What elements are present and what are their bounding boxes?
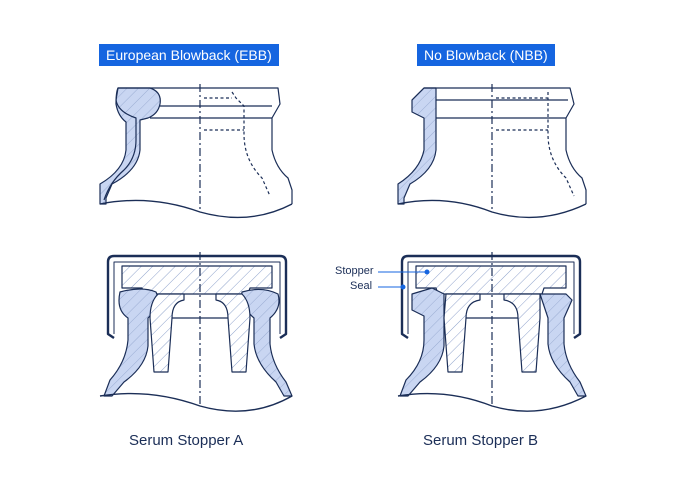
- ebb-neck-section: [99, 84, 293, 219]
- stopper-b-crimp-seal: [400, 254, 582, 339]
- stopper-a-crimp-inner: [113, 261, 281, 334]
- ebb-right-outline: [200, 87, 293, 204]
- ebb-break-line: [99, 199, 293, 219]
- stopper-a-glass-right: [241, 288, 293, 397]
- ebb-outer-profile: [103, 87, 200, 201]
- stopper-b-crimp-inner: [407, 261, 575, 334]
- stopper-b-plug-left: [443, 293, 481, 373]
- stopper-a-caption: Serum Stopper A: [129, 432, 244, 449]
- stopper-a-break-line: [99, 392, 293, 412]
- nbb-outer-profile: [411, 87, 492, 101]
- nbb-glass-wall: [397, 87, 437, 205]
- stopper-b-plug-right: [503, 293, 541, 373]
- stopper-a-plug-right: [215, 293, 251, 373]
- stopper-a-assembly: [99, 252, 293, 412]
- stopper-b-glass-left: [399, 287, 445, 397]
- ebb-glass-wall: [99, 87, 161, 205]
- nbb-right-outline: [492, 87, 587, 204]
- stopper-b-rubber-top: [415, 265, 567, 295]
- stopper-b-caption: Serum Stopper B: [423, 432, 539, 449]
- nbb-header-label: No Blowback (NBB): [417, 44, 555, 66]
- stopper-b-assembly: [397, 252, 587, 412]
- stopper-a-crimp-seal: [106, 254, 288, 339]
- stopper-a-plug-left: [149, 293, 185, 373]
- stopper-leader-dot: [424, 269, 430, 275]
- ebb-dashed-inner: [231, 91, 271, 197]
- nbb-dashed-inner: [547, 92, 575, 197]
- stopper-a-glass-left: [103, 288, 159, 397]
- nbb-neck-section: [397, 84, 587, 219]
- callout-leaders: [378, 269, 430, 290]
- ebb-header-label: European Blowback (EBB): [99, 44, 279, 66]
- stopper-b-break-line: [397, 392, 587, 412]
- nbb-break-line: [397, 199, 587, 219]
- seal-callout-label: Seal: [350, 280, 373, 292]
- seal-leader-dot: [400, 284, 406, 290]
- stopper-b-glass-right: [539, 293, 587, 397]
- stopper-callout-label: Stopper: [335, 265, 374, 277]
